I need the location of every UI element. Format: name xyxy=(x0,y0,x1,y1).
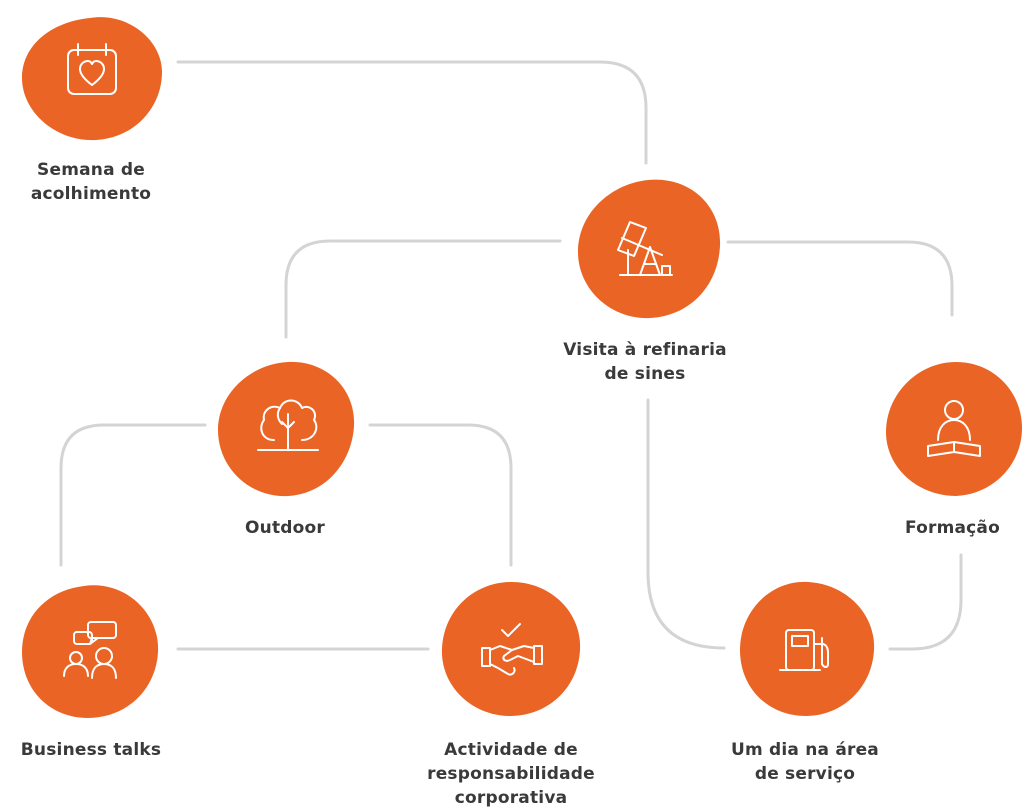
blob-shape xyxy=(22,17,162,141)
node-business-talks xyxy=(22,585,159,718)
node-responsabilidade xyxy=(441,582,581,716)
connector-formacao-area xyxy=(888,553,963,651)
people-chat-icon xyxy=(63,621,117,679)
connectors xyxy=(59,60,963,651)
label-area-servico: Um dia na área de serviço xyxy=(731,740,879,784)
node-outdoor xyxy=(218,361,355,497)
connector-outdoor-responsabilidade xyxy=(368,423,513,567)
handshake-check-icon xyxy=(481,623,543,676)
node-formacao xyxy=(886,362,1022,496)
connector-visita-area xyxy=(646,398,726,650)
connector-visita-outdoor xyxy=(284,239,562,339)
oil-pump-icon xyxy=(617,221,673,276)
label-formacao: Formação xyxy=(904,518,1000,538)
tree-icon xyxy=(257,399,319,451)
label-responsabilidade: Actividade de responsabilidade corporati… xyxy=(427,740,595,808)
label-outdoor: Outdoor xyxy=(245,518,325,538)
node-visita-refinaria xyxy=(578,179,721,319)
label-visita-refinaria: Visita à refinaria de sines xyxy=(563,340,727,384)
person-reading-icon xyxy=(927,400,981,457)
calendar-heart-icon xyxy=(67,43,117,95)
blob-shape xyxy=(22,585,159,718)
blob-shape xyxy=(886,362,1022,496)
blob-shape xyxy=(740,581,875,716)
blob-shape xyxy=(218,361,355,497)
label-semana-acolhimento: Semana de acolhimento xyxy=(30,160,152,204)
connector-semana-visita xyxy=(176,60,648,165)
node-semana-acolhimento xyxy=(22,17,162,141)
fuel-pump-icon xyxy=(779,629,829,671)
label-business-talks: Business talks xyxy=(20,740,162,760)
connector-outdoor-business xyxy=(59,423,207,567)
connector-visita-formacao xyxy=(726,240,954,317)
node-area-servico xyxy=(740,581,875,716)
